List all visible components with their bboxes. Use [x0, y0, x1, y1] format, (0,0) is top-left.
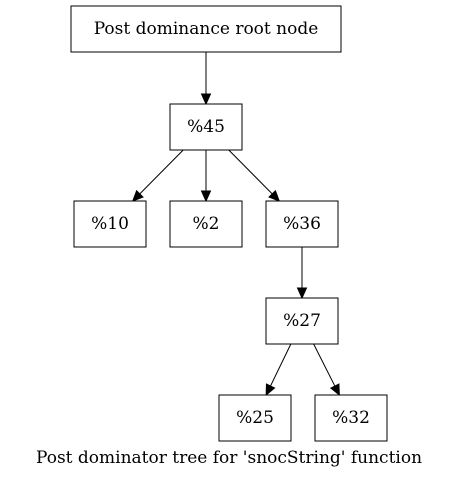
- node-n36-label: %36: [283, 214, 321, 234]
- node-n27-box: [265, 297, 339, 345]
- node-n45-box: [169, 103, 243, 151]
- node-root-label: Post dominance root node: [94, 19, 319, 39]
- node-n10: %10: [73, 200, 147, 248]
- node-n36-box: [265, 200, 339, 248]
- node-n2-label: %2: [193, 214, 220, 234]
- edge-line: [270, 343, 292, 387]
- node-n25-label: %25: [236, 408, 274, 428]
- arrowhead-icon: [329, 383, 340, 397]
- node-n25: %25: [218, 394, 292, 442]
- node-n27: %27: [265, 297, 339, 345]
- edge-n36-to-n27: [296, 247, 308, 300]
- arrowhead-icon: [296, 287, 308, 300]
- node-n2-box: [169, 200, 243, 248]
- node-n32: %32: [314, 394, 388, 442]
- node-n10-label: %10: [91, 214, 129, 234]
- node-n45-label: %45: [187, 117, 225, 137]
- edge-n27-to-n32: [313, 343, 340, 397]
- node-root: Post dominance root node: [70, 5, 342, 53]
- arrowhead-icon: [200, 93, 212, 106]
- node-root-box: [70, 5, 342, 53]
- edge-n27-to-n25: [265, 343, 292, 397]
- node-n2: %2: [169, 200, 243, 248]
- edges-layer: [131, 52, 340, 397]
- node-n32-label: %32: [332, 408, 370, 428]
- node-n27-label: %27: [283, 311, 321, 331]
- edge-root-to-n45: [200, 52, 212, 106]
- edge-n45-to-n2: [200, 150, 212, 203]
- arrowhead-icon: [265, 383, 276, 397]
- edge-n45-to-n10: [131, 149, 184, 202]
- node-n36: %36: [265, 200, 339, 248]
- edge-n45-to-n36: [228, 149, 281, 202]
- diagram-caption: Post dominator tree for 'snocString' fun…: [36, 448, 422, 468]
- arrowhead-icon: [131, 189, 144, 202]
- node-n25-box: [218, 394, 292, 442]
- edge-line: [139, 149, 184, 195]
- arrowhead-icon: [268, 189, 281, 202]
- edge-line: [228, 149, 273, 195]
- node-n45: %45: [169, 103, 243, 151]
- nodes-layer: Post dominance root node %45 %10 %2 %36 …: [70, 5, 388, 442]
- node-n10-box: [73, 200, 147, 248]
- node-n32-box: [314, 394, 388, 442]
- edge-line: [313, 343, 336, 387]
- arrowhead-icon: [200, 190, 212, 203]
